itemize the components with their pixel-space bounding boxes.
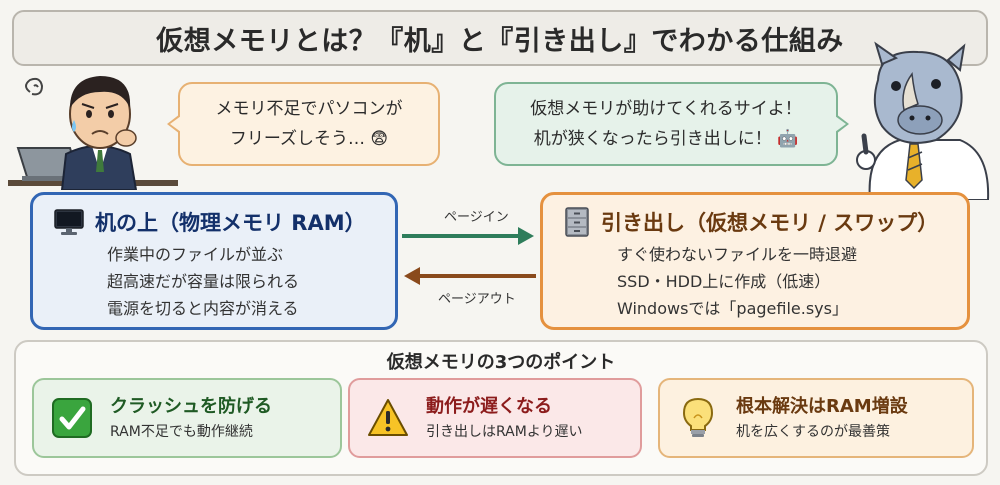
page-out-arrow [404, 267, 536, 285]
points-section: 仮想メモリの3つのポイント クラッシュを防げる RAM不足でも動作継続 動作が遅… [14, 340, 988, 476]
bubble-left-line1: メモリ不足でパソコンが [215, 99, 403, 119]
point-sub: 引き出しはRAMより遅い [426, 424, 583, 440]
ram-box-heading: 机の上（物理メモリ RAM） [95, 211, 366, 235]
swap-box-heading: 引き出し（仮想メモリ / スワップ） [601, 211, 939, 235]
bubble-right-line2: 机が狭くなったら引き出しに！ 🤖 [533, 129, 799, 149]
ram-box: 机の上（物理メモリ RAM） 作業中のファイルが並ぶ 超高速だが容量は限られる … [30, 192, 398, 330]
page-title: 仮想メモリとは？『机』と『引き出し』でわかる仕組み [156, 25, 844, 57]
title-banner: 仮想メモリとは？『机』と『引き出し』でわかる仕組み [12, 10, 988, 66]
list-item: 超高速だが容量は限られる [107, 272, 300, 291]
list-item: 作業中のファイルが並ぶ [107, 245, 284, 264]
point-card-slow: 動作が遅くなる 引き出しはRAMより遅い [348, 378, 642, 458]
list-item: Windowsでは「pagefile.sys」 [617, 299, 848, 318]
swap-box: 引き出し（仮想メモリ / スワップ） すぐ使わないファイルを一時退避 SSD・H… [540, 192, 970, 330]
monitor-icon [54, 209, 84, 235]
file-cabinet-icon [565, 207, 589, 237]
point-sub: 机を広くするのが最善策 [736, 424, 890, 440]
mascot-speech-bubble: 仮想メモリが助けてくれるサイよ！ 机が狭くなったら引き出しに！ 🤖 [494, 82, 849, 166]
point-card-upgrade: 根本解決はRAM増設 机を広くするのが最善策 [658, 378, 974, 458]
list-item: SSD・HDD上に作成（低速） [617, 272, 831, 291]
bubble-right-line1: 仮想メモリが助けてくれるサイよ！ [530, 99, 802, 119]
points-title: 仮想メモリの3つのポイント [386, 352, 616, 373]
point-heading: 根本解決はRAM増設 [736, 396, 908, 417]
bubble-left-line2: フリーズしそう… 😨 [229, 129, 389, 149]
worried-man-illustration [8, 76, 178, 190]
list-item: 電源を切ると内容が消える [107, 299, 299, 318]
check-icon [52, 398, 92, 438]
point-heading: クラッシュを防げる [110, 396, 272, 417]
page-in-label: ページイン [444, 210, 509, 225]
worried-speech-bubble: メモリ不足でパソコンが フリーズしそう… 😨 [167, 82, 440, 166]
page-out-label: ページアウト [438, 292, 516, 307]
lightbulb-icon [682, 397, 714, 437]
page-in-arrow [402, 227, 534, 245]
point-card-crash: クラッシュを防げる RAM不足でも動作継続 [32, 378, 342, 458]
ram-box-list: 作業中のファイルが並ぶ 超高速だが容量は限られる 電源を切ると内容が消える [53, 241, 375, 322]
point-heading: 動作が遅くなる [426, 396, 552, 417]
warning-icon [368, 399, 408, 436]
rhino-mascot-illustration [856, 41, 990, 200]
paging-arrows: ページイン ページアウト [398, 200, 540, 310]
point-sub: RAM不足でも動作継続 [110, 424, 253, 440]
swap-box-list: すぐ使わないファイルを一時退避 SSD・HDD上に作成（低速） Windowsで… [563, 241, 947, 322]
list-item: すぐ使わないファイルを一時退避 [617, 245, 858, 264]
